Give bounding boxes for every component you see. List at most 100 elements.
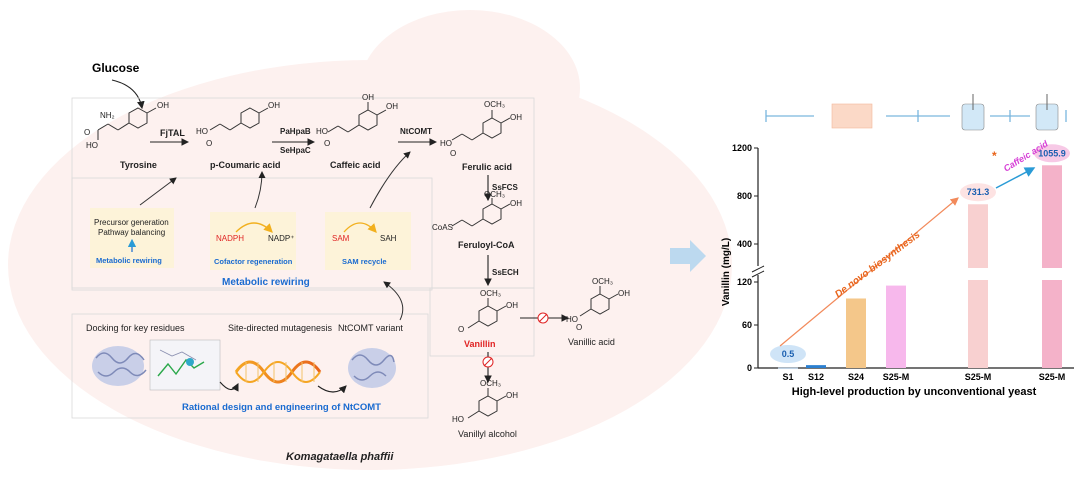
metabolic-rewiring-box [71, 177, 433, 291]
ferulic-structure: OCH₃ OH HO O [440, 100, 522, 158]
feruloyl-coa-label: Feruloyl-CoA [458, 240, 515, 250]
ntcomt-label: NtCOMT [400, 127, 432, 136]
block-icon [482, 356, 494, 368]
variant-curve [383, 281, 404, 321]
svg-text:OH: OH [157, 101, 169, 110]
value-bubble [770, 345, 806, 363]
cofactor-curve [254, 171, 266, 209]
svg-text:NH₂: NH₂ [100, 111, 115, 120]
vanillyl-label: Vanillyl alcohol [458, 429, 517, 439]
mutagenesis-label: Site-directed mutagenesis [228, 323, 333, 333]
svg-text:OH: OH [362, 93, 374, 102]
svg-text:HO: HO [86, 141, 98, 150]
svg-text:HO: HO [196, 127, 208, 136]
svg-text:HO: HO [316, 127, 328, 136]
svg-text:O: O [576, 323, 582, 332]
x-tick-label: S25-M [965, 372, 992, 382]
sam-panel [325, 212, 411, 270]
vanillin-box [429, 287, 535, 357]
svg-text:HO: HO [452, 415, 464, 424]
svg-text:OCH₃: OCH₃ [480, 379, 501, 388]
bar-break-gap [967, 268, 989, 280]
bars-group: 0.5 731.3 1055.9 [770, 144, 1070, 369]
block-icon [537, 312, 549, 324]
svg-text:OCH₃: OCH₃ [480, 289, 501, 298]
nadp-label: NADP⁺ [268, 234, 294, 243]
docking-label: Docking for key residues [86, 323, 185, 333]
rational-design-box [71, 313, 429, 419]
rewiring-curve [139, 177, 177, 206]
design-arrow-1 [219, 381, 239, 392]
organism-label: Komagataella phaffii [286, 451, 394, 463]
caffeic-label: Caffeic acid [330, 160, 381, 170]
value-bubble [1034, 144, 1070, 163]
x-tick-label: S25-M [883, 372, 910, 382]
precursor-line2: Pathway balancing [98, 228, 165, 237]
svg-text:OH: OH [510, 113, 522, 122]
y-tick-label: 60 [742, 320, 752, 330]
bar-break-gap [1041, 268, 1063, 280]
vanillic-label: Vanillic acid [568, 337, 615, 347]
sam-curve [369, 151, 411, 209]
bar-s12-1 [806, 365, 826, 368]
protein-docking-image [92, 339, 221, 391]
bar-s25-m-3 [886, 285, 906, 368]
svg-text:O: O [84, 128, 90, 137]
svg-text:OH: OH [506, 391, 518, 400]
caffeic-structure: OH OH HO O [316, 93, 398, 148]
tyrosine-structure: OH HO NH₂ O [84, 101, 169, 150]
data-label: 1055.9 [1038, 148, 1066, 158]
x-axis-label: High-level production by unconventional … [792, 386, 1037, 398]
p-coumaric-label: p-Coumaric acid [210, 160, 281, 170]
cofactor-arc [235, 222, 273, 233]
rational-design-title: Rational design and engineering of NtCOM… [182, 402, 381, 413]
svg-text:OH: OH [386, 102, 398, 111]
svg-text:OH: OH [510, 199, 522, 208]
dna-helix-icon [234, 360, 322, 384]
y-tick-label: 1200 [732, 143, 752, 153]
variant-label: NtCOMT variant [338, 323, 403, 333]
plate-icon [831, 103, 873, 129]
svg-text:OH: OH [618, 289, 630, 298]
svg-text:O: O [450, 149, 456, 158]
data-label: 731.3 [967, 187, 990, 197]
x-tick-label: S24 [848, 372, 864, 382]
glucose-label: Glucose [92, 61, 140, 75]
metabolic-rewiring-small: Metabolic rewiring [96, 256, 162, 265]
sehpac-label: SeHpaC [280, 146, 311, 155]
fjtal-label: FjTAL [160, 128, 185, 138]
svg-text:HO: HO [440, 139, 452, 148]
cofactor-regeneration: Cofactor regeneration [214, 257, 293, 266]
x-tick-label: S25-M [1039, 372, 1066, 382]
design-arrow-2 [317, 385, 347, 394]
svg-text:OCH₃: OCH₃ [484, 190, 505, 199]
ssfcs-label: SsFCS [492, 183, 518, 192]
value-bubble [960, 183, 996, 202]
vanillin-structure: OCH₃ OH O [458, 289, 518, 334]
de-novo-label: De novo biosynthesis [833, 229, 923, 300]
ssech-label: SsECH [492, 268, 519, 277]
precursor-panel [90, 208, 174, 268]
svg-text:O: O [458, 325, 464, 334]
x-tick-label: S1 [782, 372, 793, 382]
bar-s1-0 [778, 367, 798, 369]
svg-text:OCH₃: OCH₃ [484, 100, 505, 109]
y-tick-label: 120 [737, 277, 752, 287]
y-tick-label: 400 [737, 239, 752, 249]
bar-s24-2 [846, 298, 866, 368]
axis-break [750, 265, 766, 278]
caffeic-arrow [995, 167, 1036, 189]
y-tick-label: 0 [747, 363, 752, 373]
svg-text:O: O [206, 139, 212, 148]
sam-recycle: SAM recycle [342, 257, 387, 266]
svg-text:OH: OH [268, 101, 280, 110]
protein-variant-image [348, 348, 396, 388]
data-label: 0.5 [782, 349, 795, 359]
y-axis-label: Vanillin (mg/L) [721, 238, 732, 306]
sam-label: SAM [332, 234, 350, 243]
x-tick-label: S12 [808, 372, 824, 382]
metabolic-rewiring-title: Metabolic rewiring [222, 277, 310, 288]
